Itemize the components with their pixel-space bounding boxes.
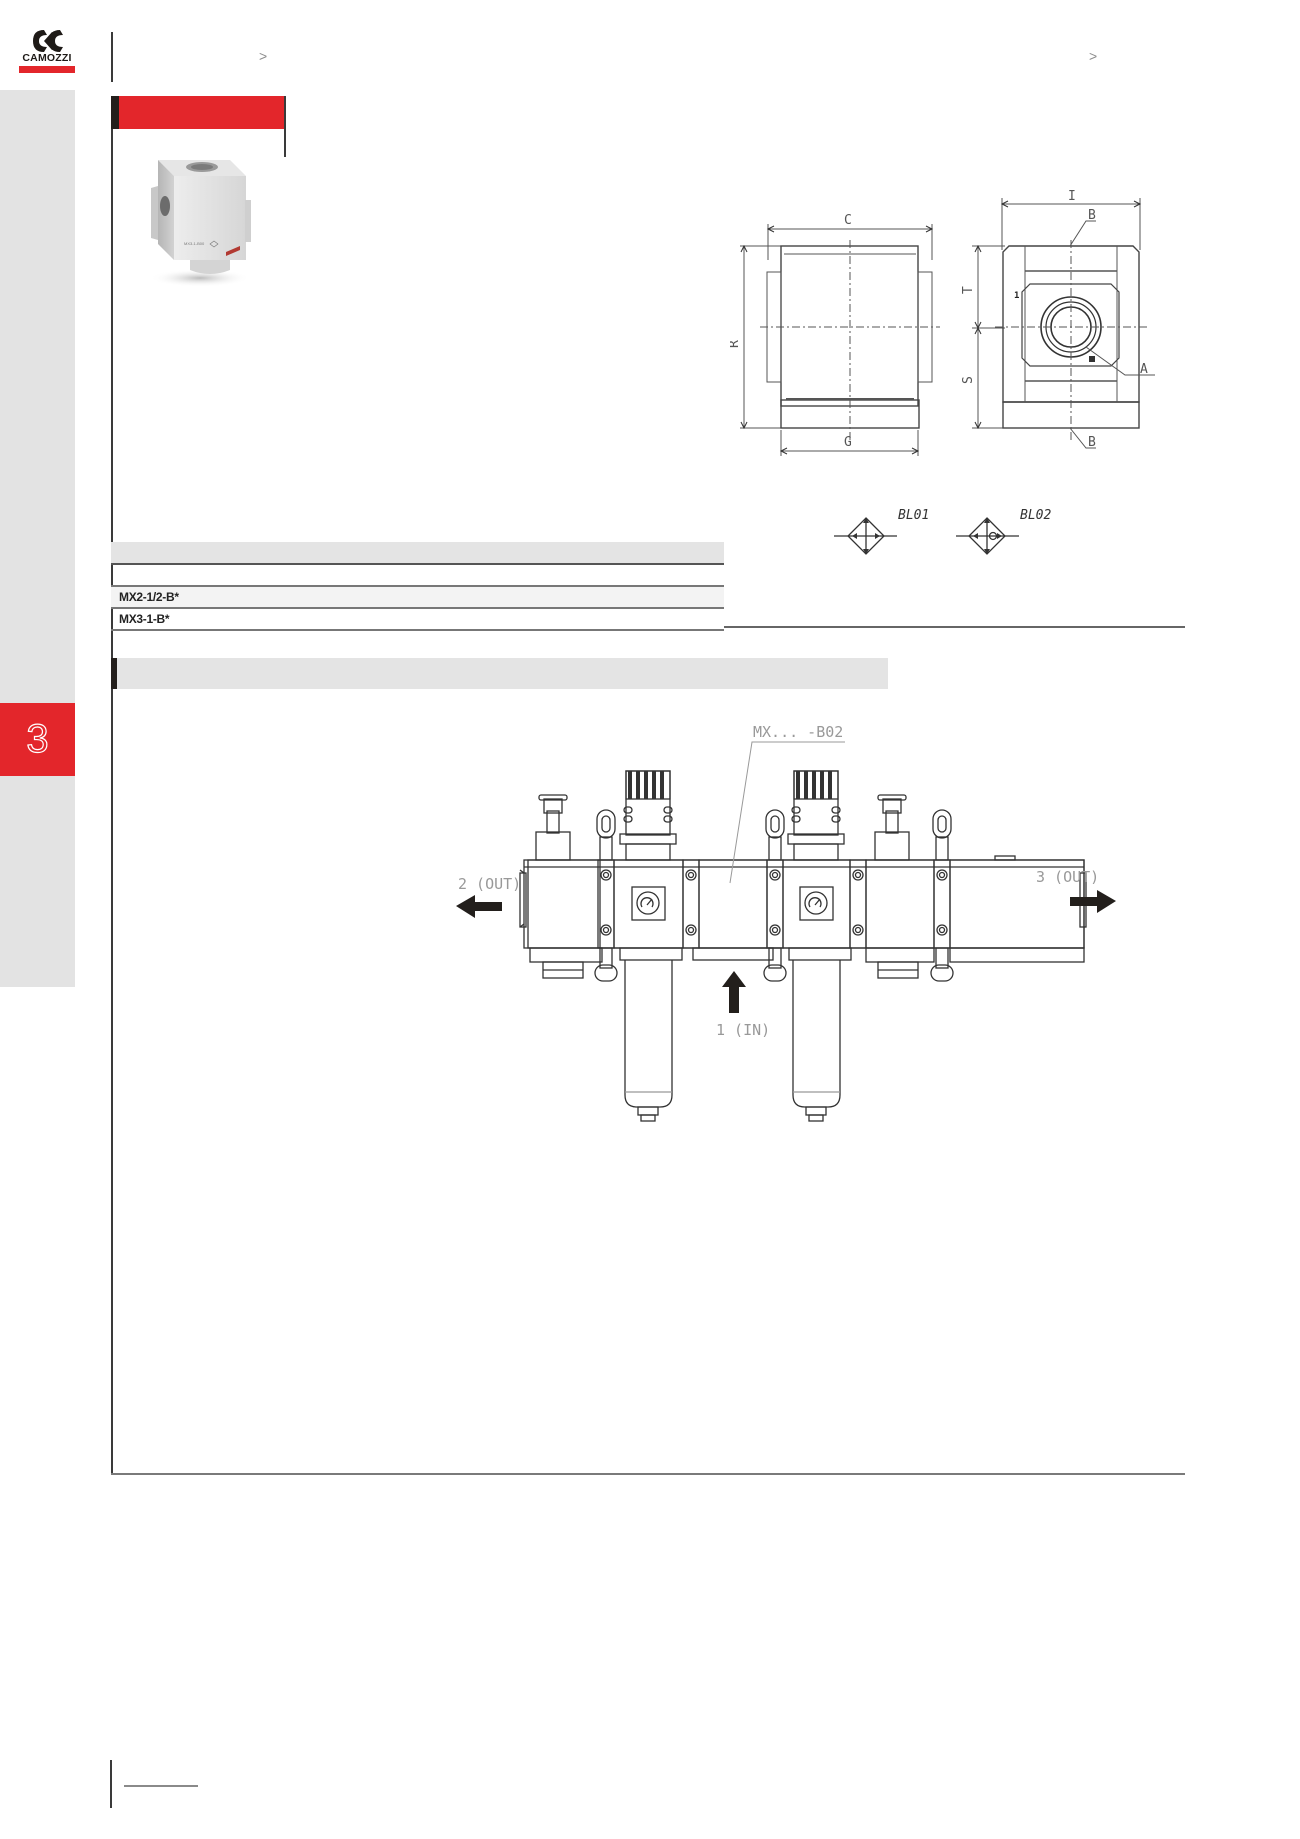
title-right-border xyxy=(284,96,286,157)
section-stripe xyxy=(111,658,117,689)
title-stripe xyxy=(111,96,119,129)
product-photo: MX3-1-B00 xyxy=(150,160,251,287)
footer-rule xyxy=(124,1785,198,1787)
brand-name: CAMOZZI xyxy=(22,52,72,64)
dim-label-a: A xyxy=(1140,362,1148,377)
dim-label-s: S xyxy=(961,376,976,384)
callout-label: MX... -B02 xyxy=(753,723,843,741)
dim-label-b-bottom: B xyxy=(1088,435,1096,450)
header-separator xyxy=(111,32,113,82)
breadcrumb-chevron-1[interactable]: > xyxy=(259,48,268,64)
breadcrumb-chevron-2[interactable]: > xyxy=(1089,48,1098,64)
dim-label-i: I xyxy=(1068,189,1076,204)
dim-label-t: T xyxy=(961,286,976,294)
dim-label-g: G xyxy=(844,435,852,450)
product-title-bar xyxy=(111,96,285,129)
table-row: MX2-1/2-B* xyxy=(111,587,724,609)
footer-separator xyxy=(110,1760,112,1808)
dimension-drawing: 1 C G R I T S B A B xyxy=(730,189,1155,456)
chapter-tab-active[interactable]: 3 xyxy=(0,703,75,776)
table-header xyxy=(111,542,724,565)
section-title-bar xyxy=(111,658,888,689)
frame-left-border xyxy=(111,96,113,1475)
symbol-label-bl01: BL01 xyxy=(898,508,929,523)
frame-bottom-border xyxy=(111,1473,1185,1475)
port-left-label: 2 (OUT) xyxy=(458,875,521,893)
model-table: MX2-1/2-B* MX3-1-B* xyxy=(111,542,724,631)
brand-bar xyxy=(19,66,75,73)
chapter-sidebar xyxy=(0,90,75,987)
dim-label-r: R xyxy=(730,340,742,348)
dim-label-c: C xyxy=(844,213,852,228)
table-row xyxy=(111,565,724,587)
svg-text:MX3-1-B00: MX3-1-B00 xyxy=(184,241,205,246)
dim-label-b-top: B xyxy=(1088,208,1096,223)
port-in-label: 1 (IN) xyxy=(716,1021,770,1039)
port-right-label: 3 (OUT) xyxy=(1036,868,1099,886)
table-row: MX3-1-B* xyxy=(111,609,724,631)
section-divider xyxy=(724,626,1185,628)
pneumatic-symbols: BL01 BL02 xyxy=(834,508,1051,555)
logo-mark-icon xyxy=(33,30,63,52)
chapter-number: 3 xyxy=(26,716,49,761)
assembly-diagram: MX... -B02 2 (OUT) 3 (OUT) 1 (IN) xyxy=(456,723,1116,1122)
camozzi-logo[interactable]: CAMOZZI xyxy=(16,28,78,76)
symbol-label-bl02: BL02 xyxy=(1020,508,1051,523)
port-mark: 1 xyxy=(1014,291,1019,301)
